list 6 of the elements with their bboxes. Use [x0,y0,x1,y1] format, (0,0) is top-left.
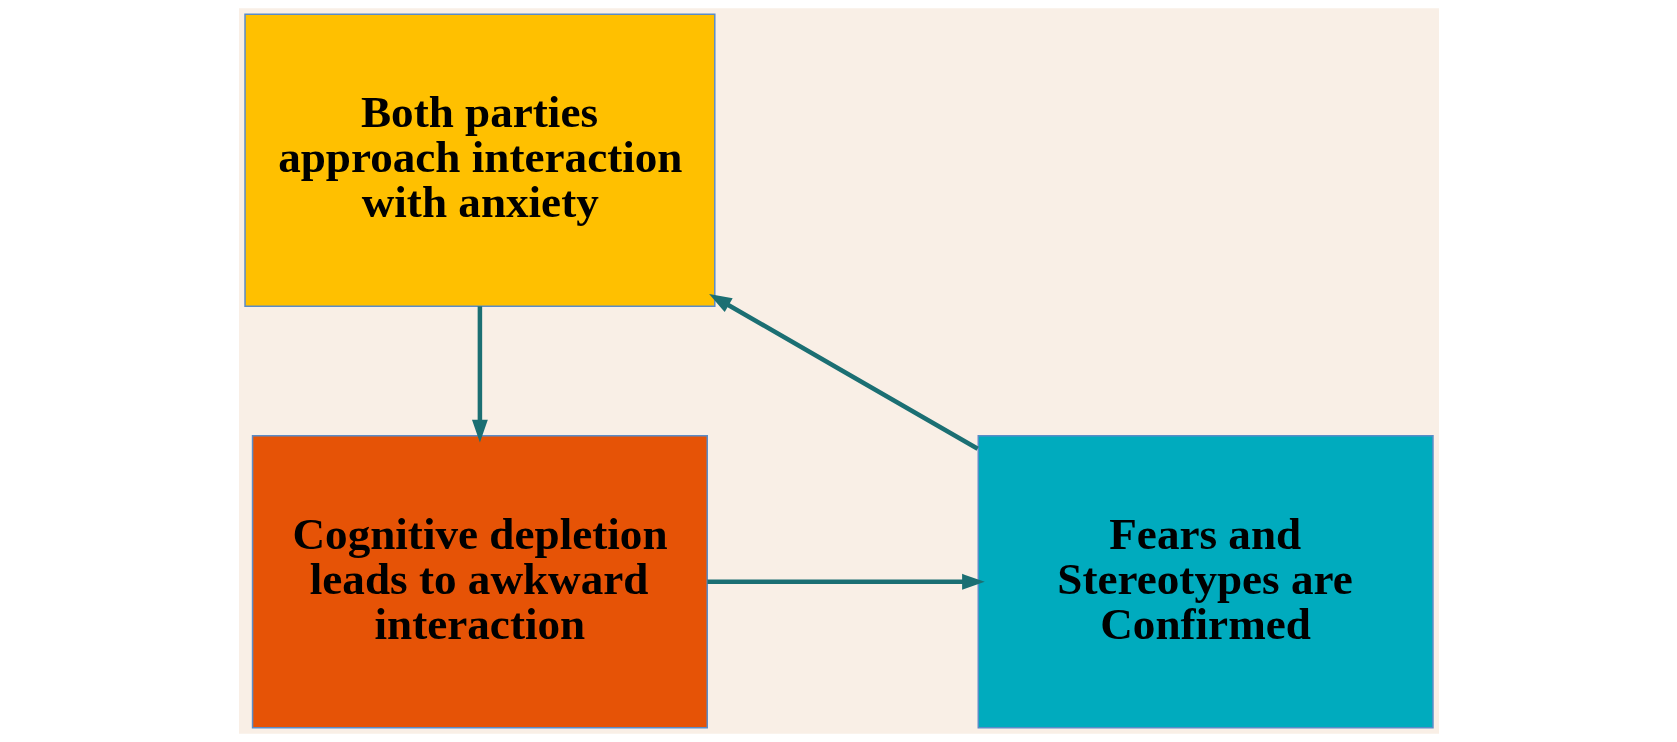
arrow [706,573,985,590]
node-box: Both parties approach interaction with anxiety [243,13,716,307]
arrow [708,293,979,451]
node-box: Cognitive depletion leads to awkward interaction [251,435,708,729]
node-box: Fears and Stereotypes are Confirmed [977,435,1434,729]
arrow [471,306,488,443]
